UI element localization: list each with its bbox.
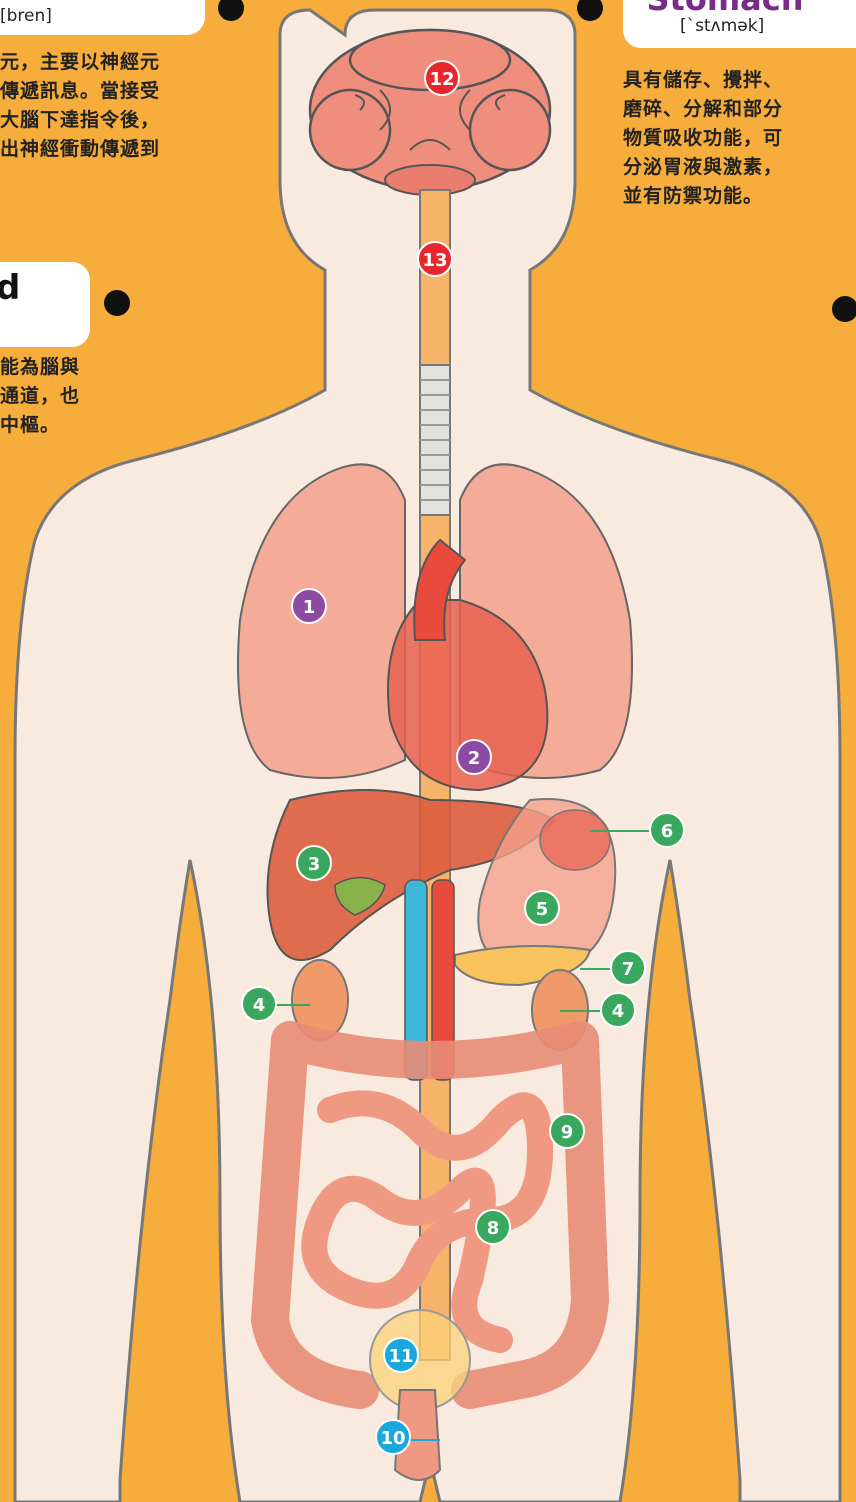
brain-line: 元，主要以神經元 <box>0 48 220 77</box>
stomach-ipa: [`stʌmək] <box>680 16 764 36</box>
brain-line: 出神經衝動傳遞到 <box>0 135 220 164</box>
spinal-title: d <box>0 268 20 308</box>
marker-4-right[interactable]: 4 <box>600 992 636 1028</box>
stomach-line: 並有防禦功能。 <box>623 182 855 211</box>
stomach-line: 物質吸收功能，可 <box>623 124 855 153</box>
spinal-dot <box>104 290 130 316</box>
marker-11[interactable]: 11 <box>383 1337 419 1373</box>
marker-7[interactable]: 7 <box>610 950 646 986</box>
stomach-dot-bottom <box>832 296 856 322</box>
marker-2[interactable]: 2 <box>456 739 492 775</box>
marker-6[interactable]: 6 <box>649 812 685 848</box>
brain <box>310 30 550 195</box>
marker-10[interactable]: 10 <box>375 1419 411 1455</box>
stomach-line: 具有儲存、攪拌、 <box>623 66 855 95</box>
leader-line-4-left <box>275 1004 310 1006</box>
stomach-description: 具有儲存、攪拌、 磨碎、分解和部分 物質吸收功能，可 分泌胃液與激素， 並有防禦… <box>623 66 855 211</box>
leader-line-6 <box>590 830 652 832</box>
marker-8[interactable]: 8 <box>475 1209 511 1245</box>
marker-4-left[interactable]: 4 <box>241 986 277 1022</box>
leader-line-10 <box>410 1439 440 1441</box>
marker-5[interactable]: 5 <box>524 890 560 926</box>
spinal-description: 能為腦與 通道，也 中樞。 <box>0 353 110 440</box>
marker-9[interactable]: 9 <box>549 1113 585 1149</box>
marker-3[interactable]: 3 <box>296 845 332 881</box>
brain-ipa: [bren] <box>0 6 52 26</box>
spinal-line: 中樞。 <box>0 411 110 440</box>
spleen <box>540 810 610 870</box>
marker-12[interactable]: 12 <box>424 60 460 96</box>
marker-13[interactable]: 13 <box>417 241 453 277</box>
marker-1[interactable]: 1 <box>291 588 327 624</box>
brain-line: 大腦下達指令後， <box>0 106 220 135</box>
spinal-line: 通道，也 <box>0 382 110 411</box>
brain-description: 元，主要以神經元 傳遞訊息。當接受 大腦下達指令後， 出神經衝動傳遞到 <box>0 48 220 164</box>
stomach-line: 分泌胃液與激素， <box>623 153 855 182</box>
brain-line: 傳遞訊息。當接受 <box>0 77 220 106</box>
stomach-line: 磨碎、分解和部分 <box>623 95 855 124</box>
spinal-line: 能為腦與 <box>0 353 110 382</box>
